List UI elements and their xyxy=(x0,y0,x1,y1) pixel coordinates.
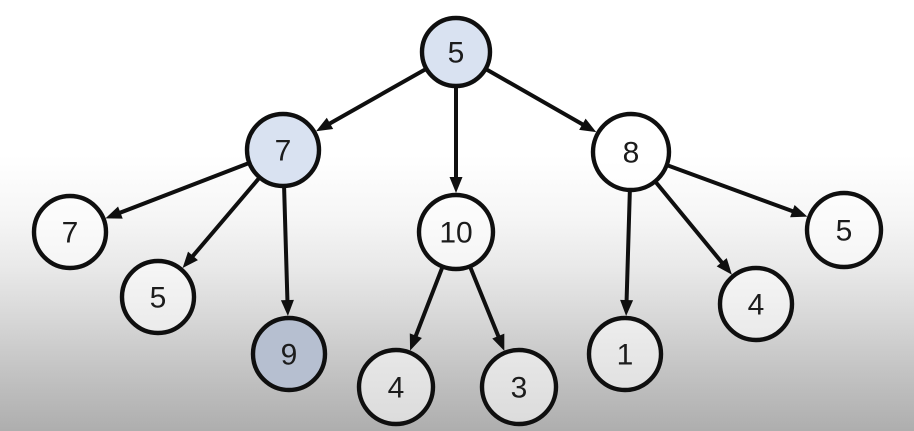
node-label: 10 xyxy=(439,217,472,250)
tree-edge-root5-n7 xyxy=(316,67,428,132)
tree-node-n9: 9 xyxy=(250,315,328,393)
node-circle xyxy=(717,265,795,343)
arrowhead-icon xyxy=(790,204,808,218)
arrowhead-icon xyxy=(620,299,634,317)
tree-edge-n7-n9 xyxy=(280,184,294,317)
tree-edge-root5-n8 xyxy=(484,67,597,133)
node-circle xyxy=(250,315,328,393)
node-circle xyxy=(419,15,493,89)
node-circle xyxy=(590,111,672,193)
tree-node-leaf7: 7 xyxy=(31,193,109,271)
tree-edge-n8-leaf4b xyxy=(653,180,732,275)
node-circle xyxy=(31,193,109,271)
arrowhead-icon xyxy=(280,299,294,317)
node-label: 1 xyxy=(617,339,634,372)
node-label: 5 xyxy=(150,282,167,315)
node-circle xyxy=(244,111,322,189)
arrowhead-icon xyxy=(182,251,198,269)
tree-node-leaf5b: 5 xyxy=(804,190,884,270)
tree-node-leaf3: 3 xyxy=(479,347,559,427)
tree-node-n8: 8 xyxy=(590,111,672,193)
tree-edge-n8-leaf5b xyxy=(665,163,808,218)
tree-node-n7: 7 xyxy=(244,111,322,189)
node-label: 4 xyxy=(388,372,405,405)
node-label: 7 xyxy=(275,135,292,168)
tree-node-n10: 10 xyxy=(416,192,496,272)
node-circle xyxy=(586,315,664,393)
tree-edge-n10-leaf4a xyxy=(409,265,445,351)
tree-node-leaf4b: 4 xyxy=(717,265,795,343)
tree-edge-n8-leaf1 xyxy=(620,188,634,317)
tree-node-leaf1: 1 xyxy=(586,315,664,393)
tree-node-root5: 5 xyxy=(419,15,493,89)
node-label: 3 xyxy=(511,372,528,405)
node-circle xyxy=(479,347,559,427)
node-circle xyxy=(416,192,496,272)
arrowhead-icon xyxy=(409,333,422,351)
node-label: 5 xyxy=(448,37,465,70)
arrowhead-icon xyxy=(716,258,732,275)
node-label: 7 xyxy=(62,217,79,250)
node-label: 5 xyxy=(836,215,853,248)
node-label: 4 xyxy=(748,289,765,322)
node-label: 8 xyxy=(623,137,640,170)
arrowhead-icon xyxy=(105,206,123,219)
tree-edge-n7-leaf7 xyxy=(105,161,251,219)
node-circle xyxy=(119,258,197,336)
arrowhead-icon xyxy=(449,177,463,193)
tree-edge-root5-n10 xyxy=(449,85,463,193)
arrowhead-icon xyxy=(579,118,597,133)
arrowhead-icon xyxy=(492,333,505,351)
tree-edge-n10-leaf3 xyxy=(468,265,505,351)
tree-node-leaf5a: 5 xyxy=(119,258,197,336)
node-label: 9 xyxy=(281,339,298,372)
tree-node-leaf4a: 4 xyxy=(356,347,436,427)
arrowhead-icon xyxy=(316,117,334,132)
node-circle xyxy=(804,190,884,270)
node-circle xyxy=(356,347,436,427)
tree-edge-n7-leaf5a xyxy=(182,176,262,269)
